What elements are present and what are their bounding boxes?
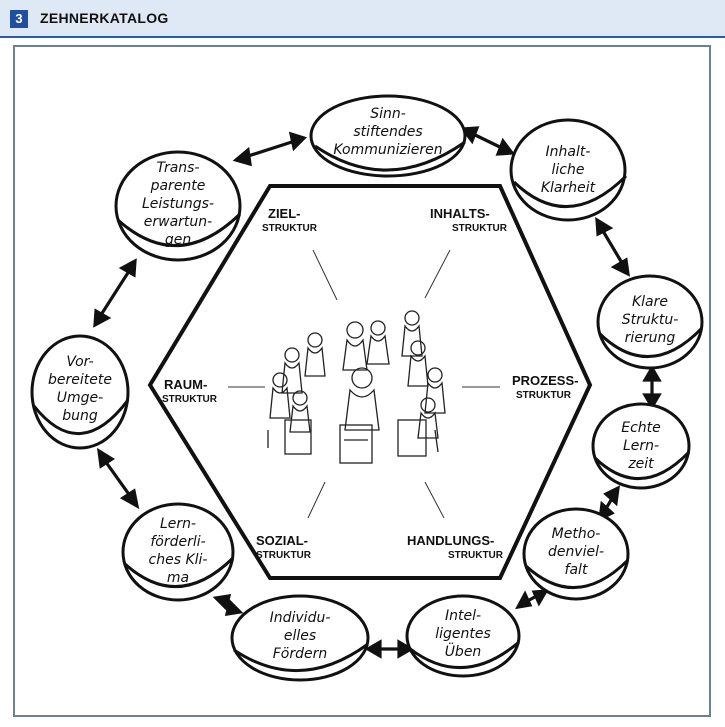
svg-text:Leistungs-: Leistungs- <box>142 196 214 212</box>
svg-text:PROZESS-: PROZESS- <box>512 373 578 388</box>
svg-text:Klarheit: Klarheit <box>541 180 596 196</box>
structure-label-inhalts: INHALTS- STRUKTUR <box>430 206 508 234</box>
svg-text:rierung: rierung <box>625 330 676 346</box>
bubble-individuelles-foerdern: Individu- elles Fördern <box>230 594 370 682</box>
group-circle-illustration <box>267 310 446 464</box>
svg-text:liche: liche <box>552 162 585 178</box>
bubble-sinnstiftendes-kommunizieren: Sinn- stiftendes Kommunizieren <box>309 94 467 178</box>
svg-text:STRUKTUR: STRUKTUR <box>162 394 218 405</box>
svg-text:Fördern: Fördern <box>273 646 328 662</box>
svg-text:erwartun-: erwartun- <box>144 214 212 230</box>
svg-text:STRUKTUR: STRUKTUR <box>262 223 318 234</box>
bubble-methodenvielfalt: Metho- denviel- falt <box>522 507 630 601</box>
structure-label-raum: RAUM- STRUKTUR <box>162 377 218 405</box>
svg-text:denviel-: denviel- <box>548 544 604 560</box>
svg-text:elles: elles <box>284 628 316 644</box>
bubble-transparente-leistungserwartungen: Trans- parente Leistungs- erwartun- gen <box>114 150 242 262</box>
svg-text:ches Kli-: ches Kli- <box>149 552 208 568</box>
section-header: 3 ZEHNERKATALOG <box>0 0 725 38</box>
svg-text:Lern-: Lern- <box>623 438 659 454</box>
svg-text:STRUKTUR: STRUKTUR <box>256 550 312 561</box>
svg-text:SOZIAL-: SOZIAL- <box>256 533 308 548</box>
svg-text:ligentes: ligentes <box>435 626 491 642</box>
svg-text:Kommunizieren: Kommunizieren <box>333 142 442 158</box>
bubble-vorbereitete-umgebung: Vor- bereitete Umge- bung <box>30 334 130 450</box>
svg-text:ZIEL-: ZIEL- <box>268 206 301 221</box>
svg-text:Echte: Echte <box>621 420 661 436</box>
svg-text:Sinn-: Sinn- <box>370 106 406 122</box>
svg-text:Üben: Üben <box>445 642 482 660</box>
svg-text:Metho-: Metho- <box>552 526 601 542</box>
section-number: 3 <box>10 10 28 28</box>
bubble-klare-strukturierung: Klare Struktu- rierung <box>596 274 704 370</box>
svg-text:Vor-: Vor- <box>66 354 93 370</box>
svg-text:förderli-: förderli- <box>150 534 205 550</box>
svg-text:Intel-: Intel- <box>445 608 481 624</box>
structure-label-handlungs: HANDLUNGS- STRUKTUR <box>407 533 504 561</box>
svg-text:Struktu-: Struktu- <box>622 312 679 328</box>
svg-text:gen: gen <box>165 232 191 248</box>
bubble-echte-lernzeit: Echte Lern- zeit <box>591 402 691 490</box>
svg-text:STRUKTUR: STRUKTUR <box>516 390 572 401</box>
svg-text:STRUKTUR: STRUKTUR <box>452 223 508 234</box>
bubble-intelligentes-ueben: Intel- ligentes Üben <box>405 594 521 678</box>
svg-text:Inhalt-: Inhalt- <box>546 144 591 160</box>
hexagon-outline <box>147 184 593 580</box>
bubble-inhaltliche-klarheit: Inhalt- liche Klarheit <box>509 118 628 222</box>
svg-text:falt: falt <box>565 562 588 578</box>
svg-text:stiftendes: stiftendes <box>353 124 422 140</box>
svg-text:HANDLUNGS-: HANDLUNGS- <box>407 533 494 548</box>
bubble-lernfoerderliches-klima: Lern- förderli- ches Kli- ma <box>121 502 235 602</box>
svg-text:RAUM-: RAUM- <box>164 377 207 392</box>
structure-label-sozial: SOZIAL- STRUKTUR <box>256 533 312 561</box>
hexagon-spokes <box>228 249 500 519</box>
svg-text:parente: parente <box>150 178 206 194</box>
structure-label-ziel: ZIEL- STRUKTUR <box>262 206 318 234</box>
svg-text:zeit: zeit <box>627 456 654 472</box>
svg-text:INHALTS-: INHALTS- <box>430 206 490 221</box>
structure-label-prozess: PROZESS- STRUKTUR <box>512 373 578 401</box>
svg-text:bung: bung <box>62 408 98 424</box>
section-title: ZEHNERKATALOG <box>40 10 169 26</box>
svg-text:Umge-: Umge- <box>57 390 103 406</box>
svg-text:Trans-: Trans- <box>156 160 199 176</box>
svg-text:Lern-: Lern- <box>160 516 196 532</box>
svg-text:Klare: Klare <box>632 294 668 310</box>
svg-text:ma: ma <box>167 570 189 586</box>
svg-text:STRUKTUR: STRUKTUR <box>448 550 504 561</box>
svg-text:bereitete: bereitete <box>48 372 112 388</box>
svg-text:Individu-: Individu- <box>270 610 331 626</box>
